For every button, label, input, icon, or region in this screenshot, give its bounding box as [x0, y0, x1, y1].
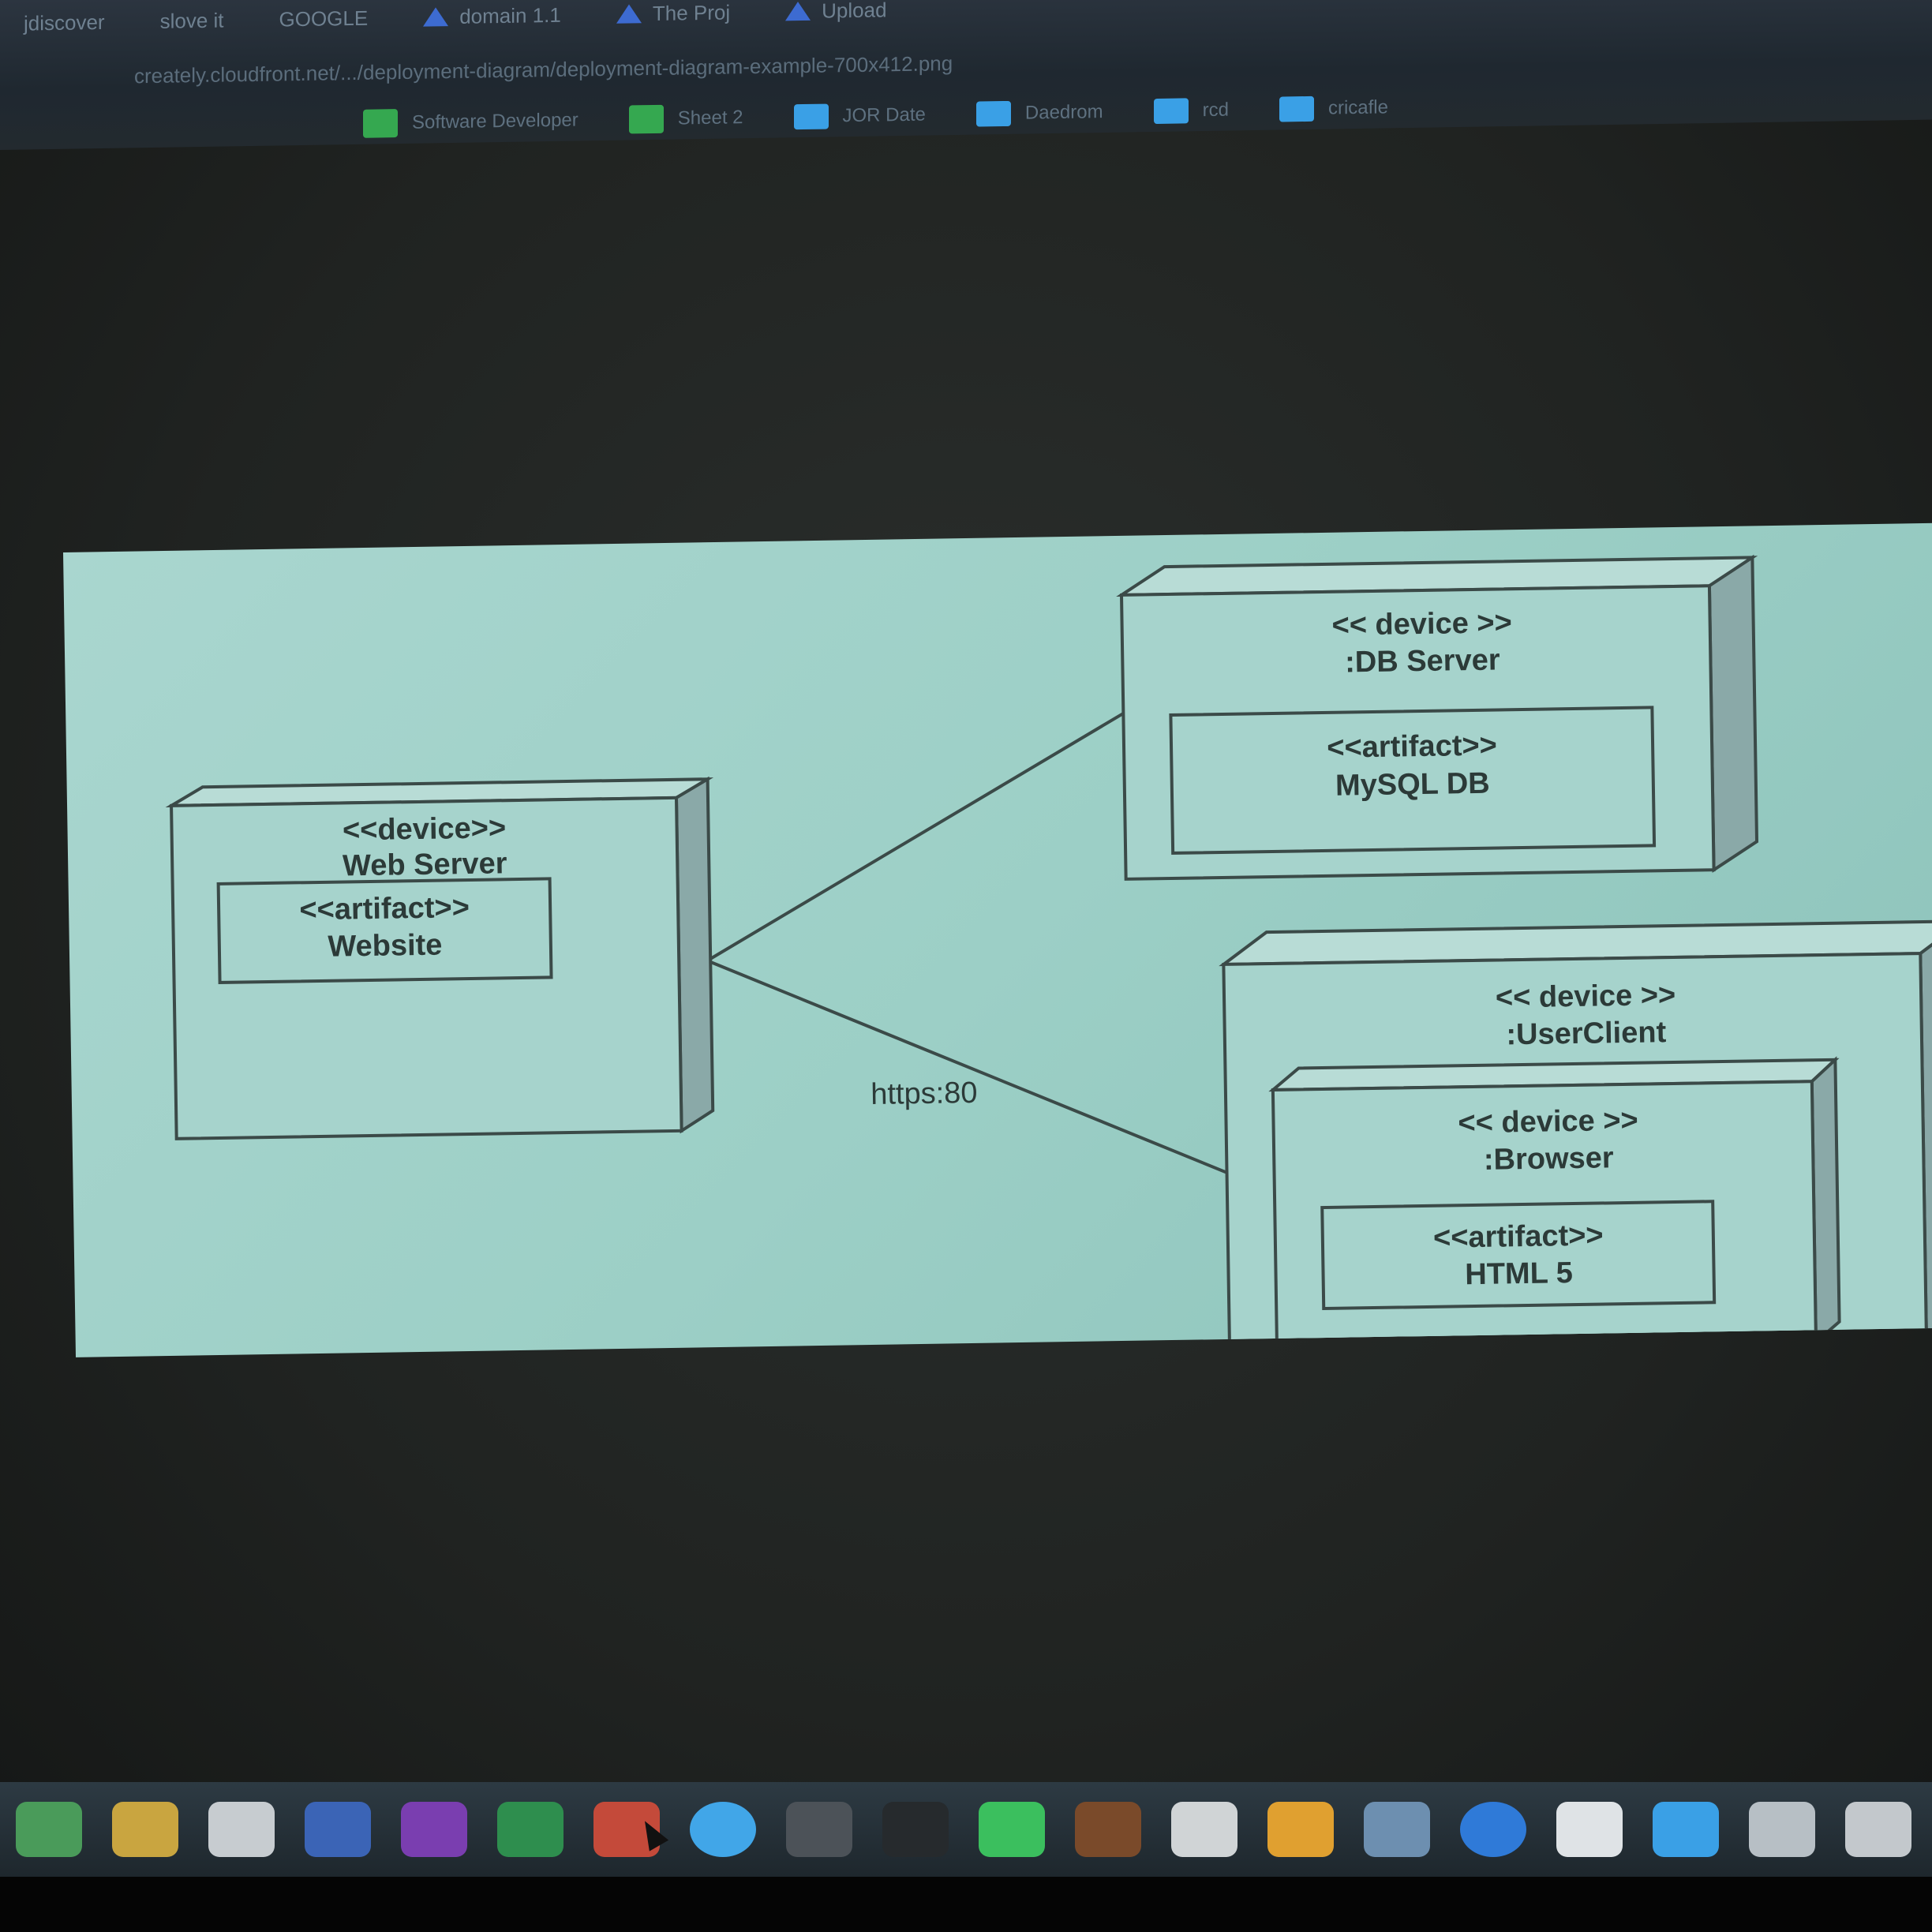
user-client-name: :UserClient — [1506, 1016, 1667, 1052]
folder-icon — [975, 100, 1011, 127]
notes-icon[interactable] — [112, 1802, 178, 1857]
onenote-icon[interactable] — [401, 1802, 467, 1857]
powerpoint-icon[interactable] — [593, 1802, 660, 1857]
tab-domain[interactable]: domain 1.1 — [423, 2, 561, 29]
messages-icon[interactable] — [979, 1802, 1045, 1857]
html5-artifact[interactable] — [1320, 1200, 1717, 1311]
html5-stereotype: <<artifact>> — [1432, 1219, 1604, 1255]
spreadsheet-icon — [363, 109, 398, 138]
tab-label: GOOGLE — [279, 6, 369, 31]
sequel-pro-icon[interactable] — [1171, 1802, 1237, 1857]
connector-webserver-browser — [706, 959, 1286, 1198]
tab-label: jdiscover — [24, 9, 105, 36]
tab-slove-it[interactable]: slove it — [160, 8, 224, 33]
bookmark-item[interactable]: cricafle — [1279, 95, 1388, 122]
connector-webserver-dbserver — [706, 712, 1125, 962]
trash-icon[interactable] — [1845, 1802, 1911, 1857]
screen-bezel — [0, 1877, 1932, 1932]
bookmark-item[interactable]: JOR Date — [793, 103, 926, 130]
db-server-node[interactable] — [1116, 554, 1759, 881]
user-client-stereotype: << device >> — [1495, 978, 1676, 1015]
tab-label: Upload — [822, 0, 887, 23]
db-server-stereotype: << device >> — [1331, 606, 1513, 642]
spreadsheet-icon — [628, 104, 664, 134]
duck-icon[interactable] — [1267, 1802, 1334, 1857]
tab-jdiscover[interactable]: jdiscover — [24, 9, 105, 36]
pages-icon[interactable] — [208, 1802, 275, 1857]
tab-label: slove it — [159, 8, 224, 33]
web-server-node[interactable] — [165, 776, 715, 1140]
bookmark-label: Software Developer — [412, 109, 578, 133]
folder-icon — [793, 103, 829, 130]
bookmark-label: Sheet 2 — [677, 107, 743, 129]
bookmark-item[interactable]: Software Developer — [24, 106, 578, 143]
tab-the-proj[interactable]: The Proj — [616, 0, 730, 26]
diagram-canvas — [165, 554, 1932, 1353]
folder-icon[interactable] — [1653, 1802, 1719, 1857]
excel-icon[interactable] — [497, 1802, 564, 1857]
drive-triangle-icon — [423, 7, 449, 27]
mysql-artifact[interactable] — [1169, 706, 1657, 855]
website-artifact[interactable] — [216, 877, 553, 984]
macos-dock — [0, 1782, 1932, 1877]
html5-name: HTML 5 — [1464, 1256, 1574, 1292]
word-icon[interactable] — [305, 1802, 371, 1857]
terminal-icon[interactable] — [882, 1802, 949, 1857]
photos-icon[interactable] — [786, 1802, 852, 1857]
bookmark-label: rcd — [1202, 99, 1229, 122]
bookmark-item[interactable]: Sheet 2 — [628, 103, 743, 134]
drive-triangle-icon — [616, 4, 642, 24]
website-stereotype: <<artifact>> — [299, 890, 470, 927]
chrome-icon[interactable] — [16, 1802, 82, 1857]
deployment-diagram: <<device>> Web Server <<artifact>> Websi… — [63, 522, 1932, 1357]
drive-triangle-icon — [785, 1, 811, 21]
tab-google[interactable]: GOOGLE — [279, 6, 369, 32]
tab-upload[interactable]: Upload — [785, 0, 887, 24]
app-store-icon[interactable] — [1460, 1802, 1526, 1857]
tab-label: domain 1.1 — [459, 2, 561, 28]
bookmark-label: cricafle — [1327, 96, 1388, 119]
db-server-name: :DB Server — [1344, 643, 1500, 680]
file-icon[interactable] — [1556, 1802, 1623, 1857]
finder-icon[interactable] — [1749, 1802, 1815, 1857]
tab-label: The Proj — [652, 0, 731, 25]
browser-name: :Browser — [1483, 1141, 1614, 1177]
bookmark-item[interactable]: rcd — [1153, 98, 1229, 125]
bookmark-label: JOR Date — [842, 103, 926, 127]
connector-label: https:80 — [870, 1076, 978, 1112]
website-name: Website — [328, 928, 443, 964]
bookmark-item[interactable]: Daedrom — [975, 99, 1103, 127]
preview-icon[interactable] — [1364, 1802, 1430, 1857]
skype-icon[interactable] — [690, 1802, 756, 1857]
mysql-stereotype: <<artifact>> — [1327, 728, 1498, 765]
folder-icon — [1279, 95, 1314, 122]
app-icon[interactable] — [1075, 1802, 1141, 1857]
mysql-name: MySQL DB — [1335, 766, 1490, 803]
bookmark-label: Daedrom — [1024, 101, 1103, 124]
folder-icon — [1153, 98, 1189, 125]
browser-node[interactable] — [1268, 1056, 1841, 1352]
browser-stereotype: << device >> — [1458, 1103, 1638, 1140]
web-server-name: Web Server — [342, 847, 507, 883]
